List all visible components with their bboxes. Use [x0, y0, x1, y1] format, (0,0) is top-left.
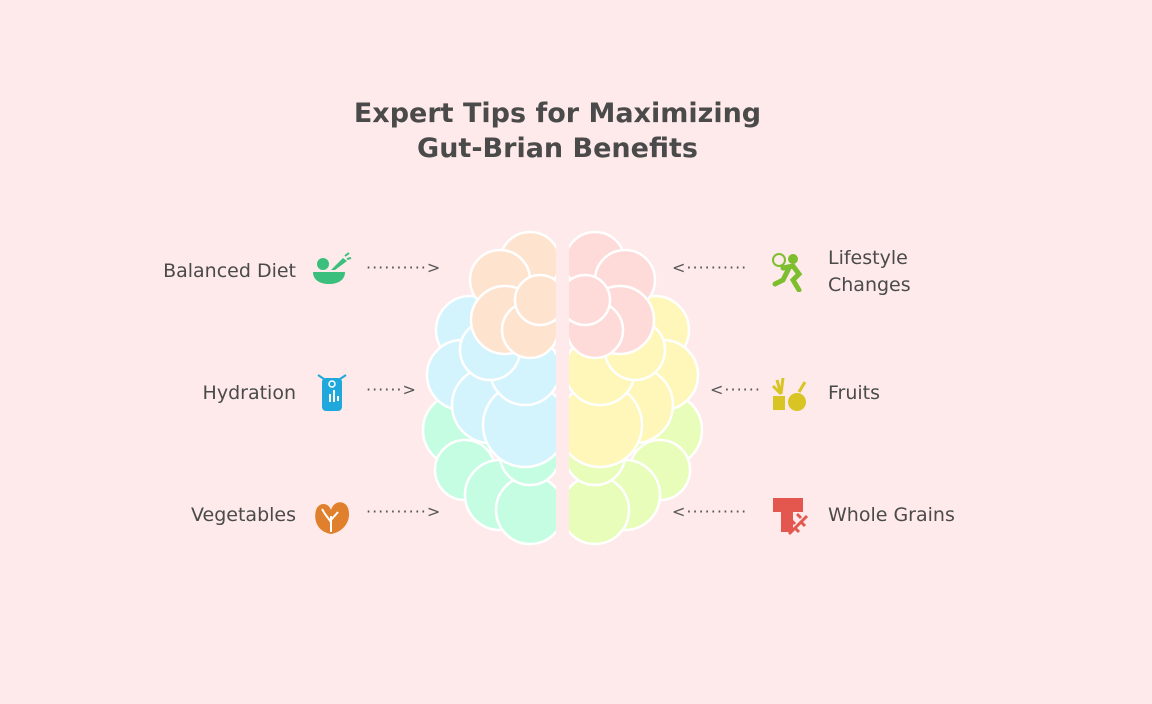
arrow-vegetables: ··········>: [366, 502, 442, 521]
arrow-fruits: <······: [710, 380, 761, 399]
spinach-leaf-icon: [315, 502, 350, 534]
title-line-1: Expert Tips for Maximizing: [353, 98, 762, 129]
arrow-hydration: ······>: [366, 380, 417, 399]
brain-left-hemisphere: [421, 230, 556, 546]
arrow-whole-grains: <··········: [672, 502, 748, 521]
brain-lobe: [569, 273, 612, 327]
label-hydration: Hydration: [202, 382, 296, 404]
label-vegetables: Vegetables: [191, 504, 296, 526]
arrow-balanced-diet: ··········>: [366, 258, 442, 277]
brain-right-hemisphere: [569, 230, 704, 546]
fruit-icon: [771, 377, 807, 411]
bread-wheat-icon: [773, 498, 809, 536]
label-whole-grains: Whole Grains: [828, 504, 955, 526]
brain-lobe: [513, 273, 556, 327]
arrow-lifestyle-changes: <··········: [672, 258, 748, 277]
label-balanced-diet: Balanced Diet: [163, 260, 296, 282]
label-fruits: Fruits: [828, 382, 881, 404]
title-line-2: Gut-Brian Benefits: [417, 133, 698, 164]
water-bottle-icon: [317, 374, 347, 411]
salad-bowl-icon: [313, 252, 352, 284]
label-lifestyle-changes: Lifestyle Changes: [828, 247, 911, 296]
running-person-icon: [772, 253, 803, 292]
diagram-title: Expert Tips for Maximizing Gut-Brian Ben…: [0, 96, 1115, 166]
